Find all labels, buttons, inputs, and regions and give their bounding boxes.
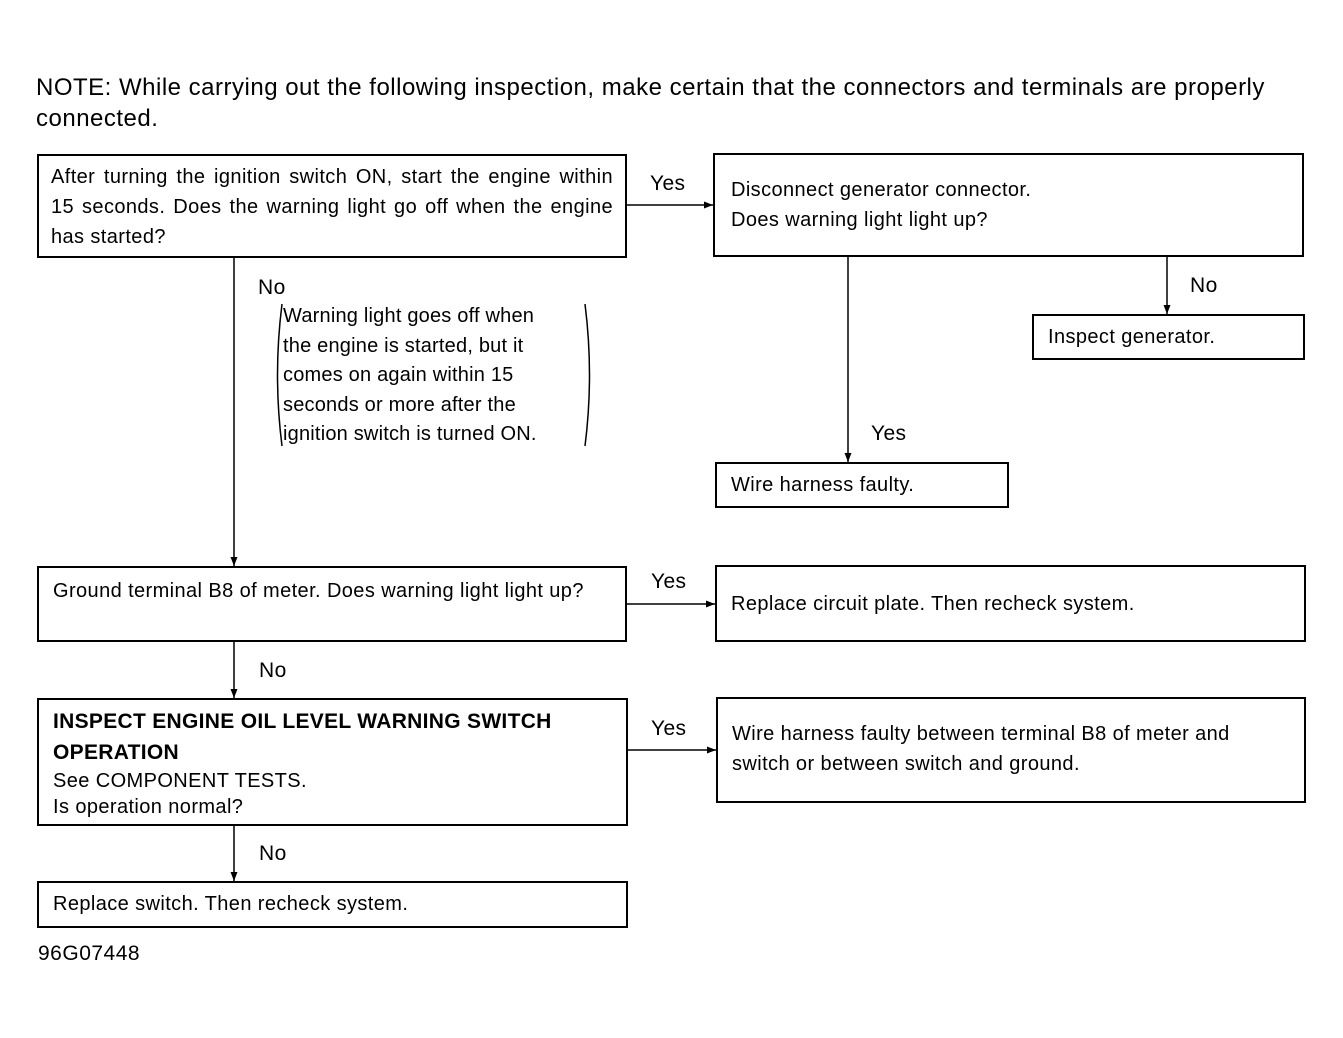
- paren-line-3: comes on again within 15: [283, 364, 514, 386]
- ground-terminal-text: Ground terminal B8 of meter. Does warnin…: [53, 580, 584, 602]
- paren-line-4: seconds or more after the: [283, 393, 516, 416]
- box-start-engine: After turning the ignition switch ON, st…: [37, 154, 627, 258]
- replace-switch-text: Replace switch. Then recheck system.: [53, 893, 409, 915]
- inspect-switch-title: INSPECT ENGINE OIL LEVEL WARNING SWITCH …: [53, 710, 552, 764]
- disconnect-line-1: Disconnect generator connector.: [731, 179, 1032, 201]
- parenthetical-note-lines: Warning light goes off when the engine i…: [283, 302, 595, 450]
- paren-line-5: ignition switch is turned ON.: [283, 423, 537, 445]
- replace-circuit-plate-text: Replace circuit plate. Then recheck syst…: [731, 593, 1135, 615]
- box-wire-harness-faulty: Wire harness faulty.: [715, 462, 1009, 508]
- box-replace-switch: Replace switch. Then recheck system.: [37, 881, 628, 928]
- label-yes-1: Yes: [650, 172, 686, 195]
- left-bracket: [276, 303, 283, 447]
- label-no-2: No: [1190, 274, 1218, 297]
- wire-harness-between-text: Wire harness faulty between terminal B8 …: [732, 723, 1230, 775]
- label-yes-3: Yes: [651, 570, 687, 593]
- label-yes-2: Yes: [871, 422, 907, 445]
- paren-line-2: the engine is started, but it: [283, 334, 524, 357]
- inspect-switch-line-1: See COMPONENT TESTS.: [53, 770, 307, 792]
- box-inspect-switch: INSPECT ENGINE OIL LEVEL WARNING SWITCH …: [37, 698, 628, 826]
- label-yes-4: Yes: [651, 717, 687, 740]
- box-disconnect-generator: Disconnect generator connector. Does war…: [713, 153, 1304, 257]
- inspect-generator-text: Inspect generator.: [1048, 326, 1216, 348]
- parenthetical-note: Warning light goes off when the engine i…: [272, 302, 594, 448]
- wire-harness-faulty-text: Wire harness faulty.: [731, 474, 915, 496]
- inspection-note: NOTE: While carrying out the following i…: [36, 74, 1265, 132]
- label-no-3: No: [259, 659, 287, 682]
- box-start-engine-text: After turning the ignition switch ON, st…: [51, 166, 613, 248]
- box-wire-harness-between: Wire harness faulty between terminal B8 …: [716, 697, 1306, 803]
- right-bracket: [584, 303, 591, 447]
- label-no-1: No: [258, 276, 286, 299]
- disconnect-line-2: Does warning light light up?: [731, 209, 988, 231]
- box-inspect-generator: Inspect generator.: [1032, 314, 1305, 360]
- inspect-switch-line-2: Is operation normal?: [53, 796, 244, 818]
- box-ground-terminal: Ground terminal B8 of meter. Does warnin…: [37, 566, 627, 642]
- figure-code: 96G07448: [38, 942, 141, 965]
- box-replace-circuit-plate: Replace circuit plate. Then recheck syst…: [715, 565, 1306, 642]
- paren-line-1: Warning light goes off when: [283, 305, 535, 327]
- label-no-4: No: [259, 842, 287, 865]
